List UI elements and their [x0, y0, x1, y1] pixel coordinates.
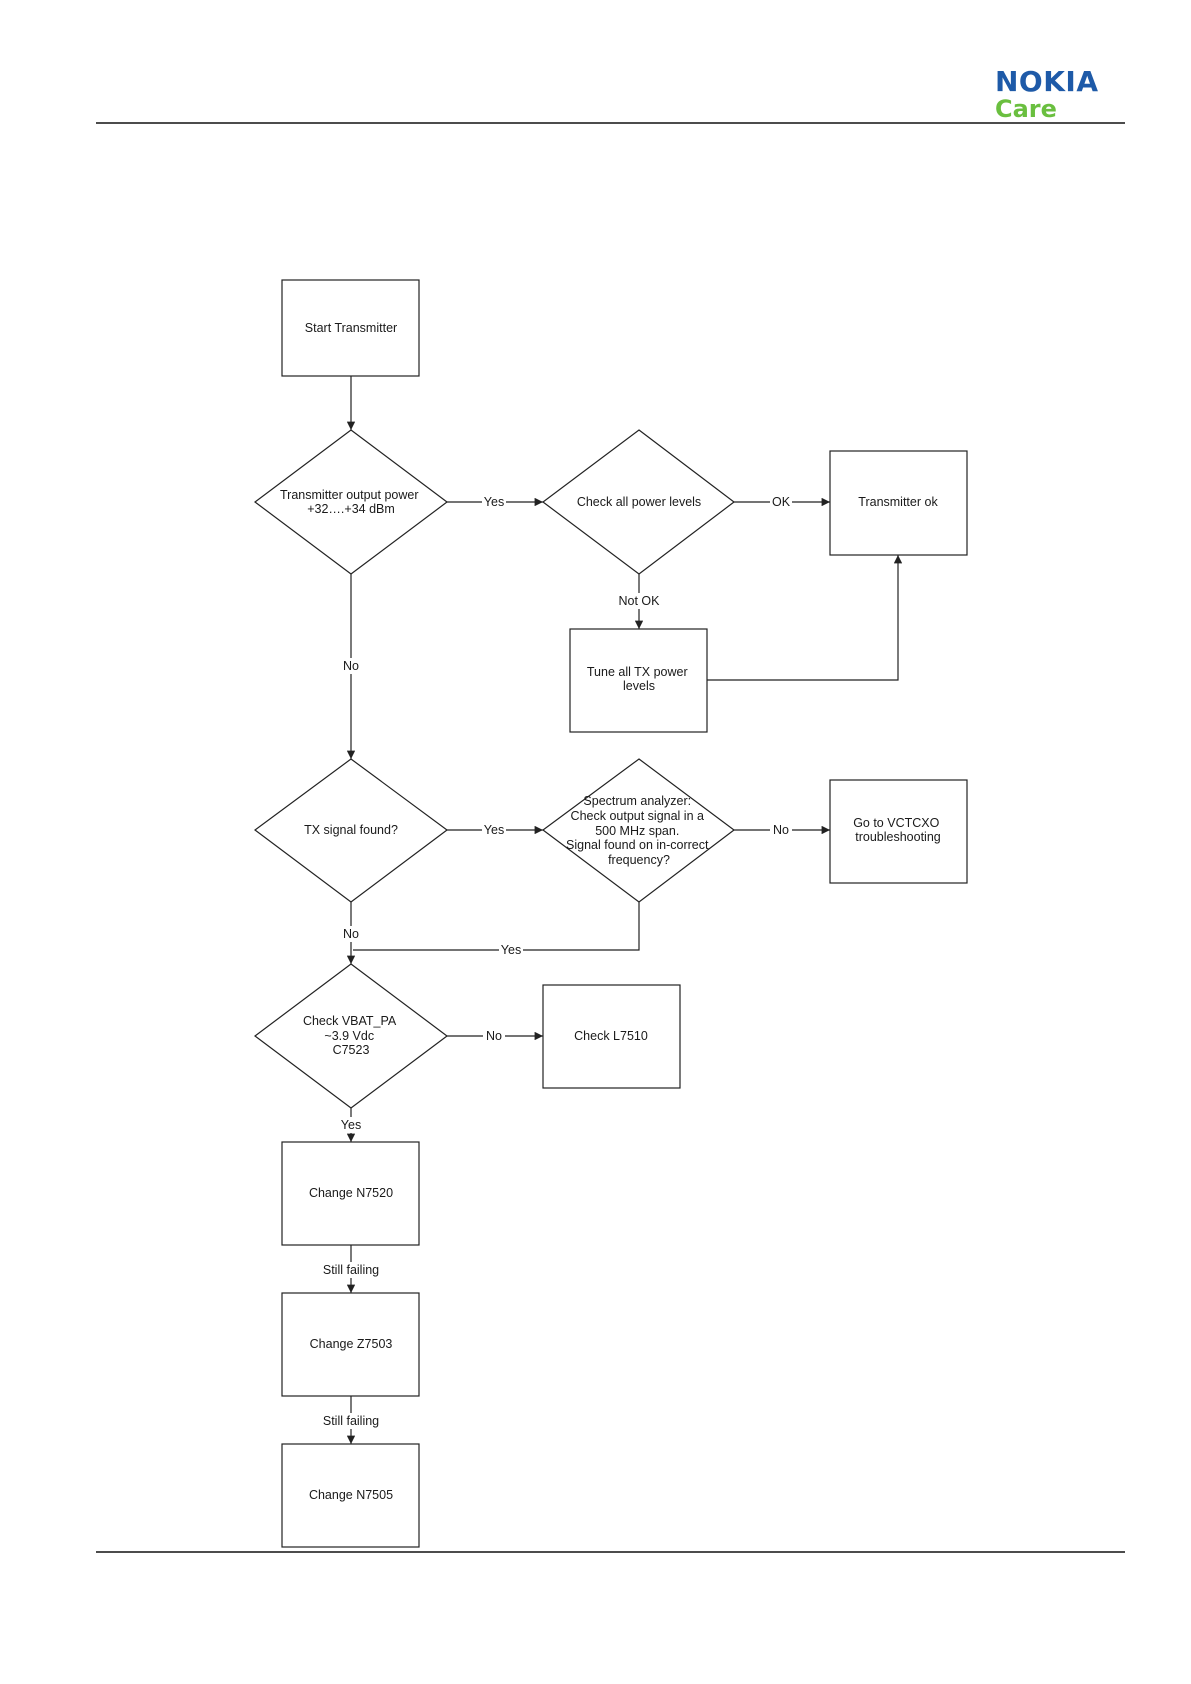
- label-power-yes: Yes: [484, 495, 504, 509]
- node-check-l: Check L7510: [542, 984, 681, 1089]
- node-q-levels-label: Check all power levels: [577, 495, 701, 509]
- node-start: Start Transmitter: [281, 279, 420, 377]
- node-q-signal: TX signal found?: [253, 758, 449, 903]
- logo-brand-text: NOKIA: [995, 65, 1099, 98]
- node-change2: Change Z7503: [281, 1292, 420, 1397]
- label-spectrum-no: No: [773, 823, 789, 837]
- edge-tune-to-ok: [707, 555, 903, 681]
- label-fail2: Still failing: [323, 1414, 379, 1428]
- label-levels-ok: OK: [772, 495, 791, 509]
- node-change2-label: Change Z7503: [310, 1337, 393, 1351]
- label-levels-notok: Not OK: [619, 594, 661, 608]
- node-vctcxo: Go to VCTCXO troubleshooting: [829, 779, 968, 884]
- node-q-spectrum: Spectrum analyzer: Check output signal i…: [541, 758, 735, 903]
- label-signal-yes: Yes: [484, 823, 504, 837]
- nokia-care-logo: NOKIA Care: [995, 65, 1099, 123]
- label-vbat-no: No: [486, 1029, 502, 1043]
- logo-sub-text: Care: [995, 95, 1057, 123]
- node-tune-label: Tune all TX power levels: [587, 665, 691, 693]
- node-change1-label: Change N7520: [309, 1186, 393, 1200]
- nodes: Start Transmitter Transmitter output pow…: [253, 279, 968, 1548]
- node-q-power-label: Transmitter output power +32….+34 dBm: [280, 488, 422, 516]
- node-q-spectrum-label: Spectrum analyzer: Check output signal i…: [566, 794, 712, 867]
- node-tune: Tune all TX power levels: [569, 628, 708, 733]
- node-q-vbat-label: Check VBAT_PA ~3.9 Vdc C7523: [303, 1014, 399, 1057]
- node-q-signal-label: TX signal found?: [304, 823, 398, 837]
- edge-spectrum-yes: [353, 902, 640, 951]
- node-vctcxo-label: Go to VCTCXO troubleshooting: [853, 816, 943, 844]
- label-signal-no: No: [343, 927, 359, 941]
- node-q-power: Transmitter output power +32….+34 dBm: [254, 429, 448, 575]
- node-tx-ok: Transmitter ok: [829, 450, 968, 556]
- node-start-label: Start Transmitter: [305, 321, 397, 335]
- label-vbat-yes: Yes: [341, 1118, 361, 1132]
- label-fail1: Still failing: [323, 1263, 379, 1277]
- node-tx-ok-label: Transmitter ok: [858, 495, 938, 509]
- node-change3: Change N7505: [281, 1443, 420, 1548]
- label-spectrum-yes: Yes: [501, 943, 521, 957]
- node-q-levels: Check all power levels: [542, 429, 735, 575]
- edge-labels: Yes OK Not OK No Yes No No Yes No Yes St…: [318, 494, 792, 1429]
- label-power-no: No: [343, 659, 359, 673]
- node-check-l-label: Check L7510: [574, 1029, 648, 1043]
- node-change3-label: Change N7505: [309, 1488, 393, 1502]
- node-change1: Change N7520: [281, 1141, 420, 1246]
- node-q-vbat: Check VBAT_PA ~3.9 Vdc C7523: [254, 963, 448, 1109]
